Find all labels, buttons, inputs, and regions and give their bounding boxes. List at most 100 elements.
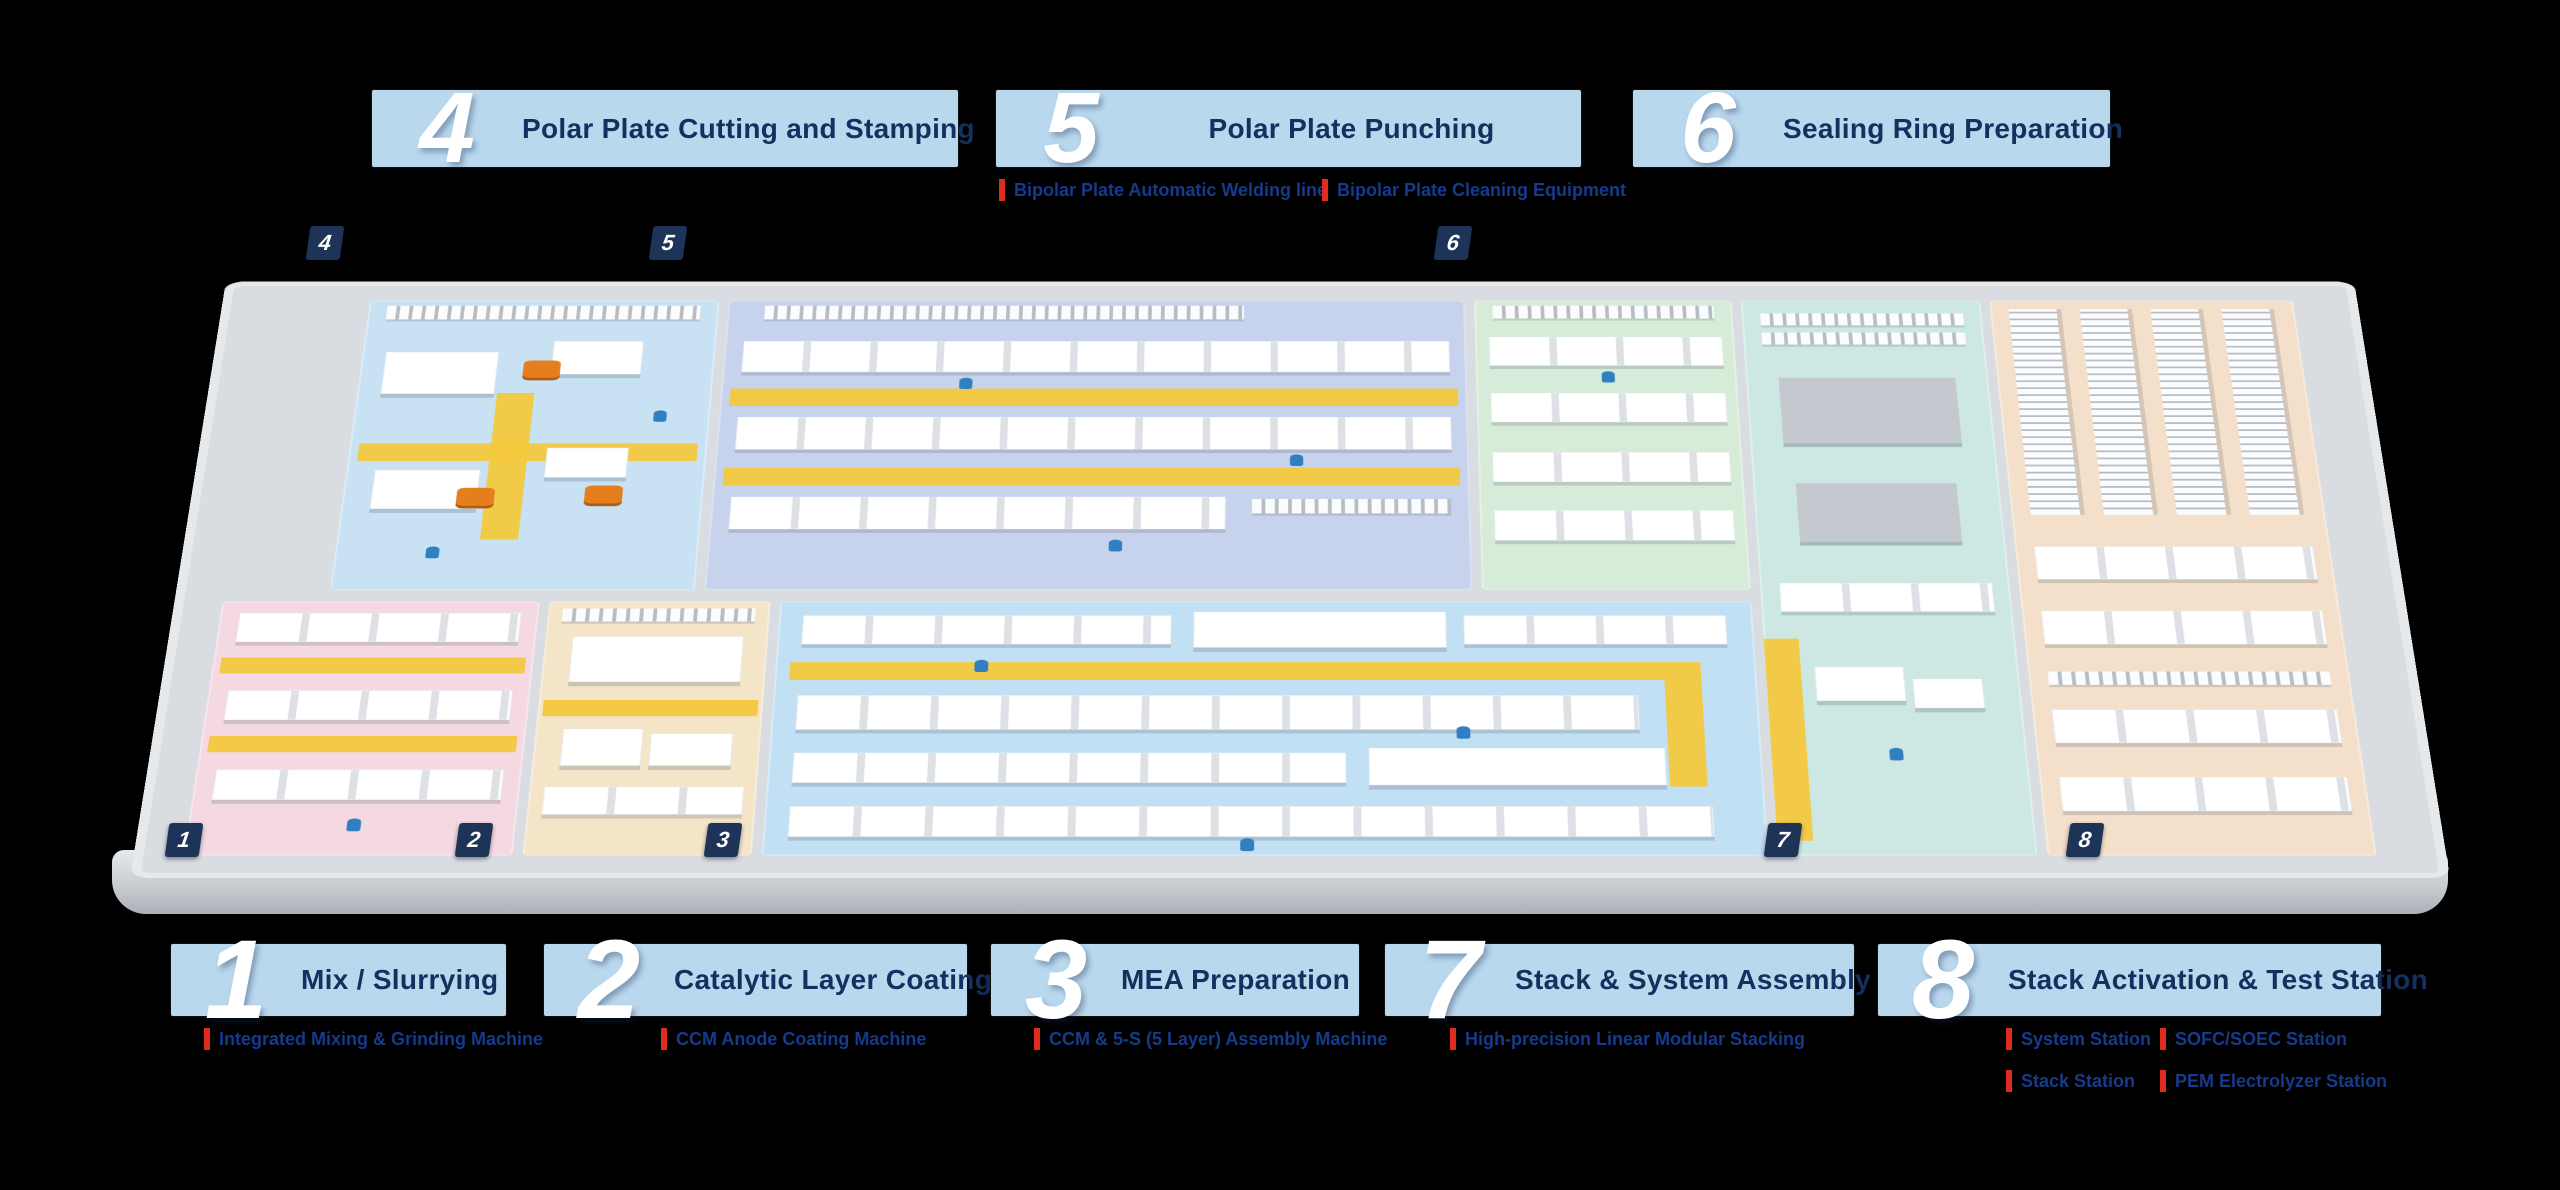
equipment-box bbox=[1368, 747, 1668, 786]
factory-floor bbox=[130, 281, 2450, 878]
conveyor-path bbox=[542, 700, 759, 717]
storage-rack bbox=[2047, 671, 2332, 685]
sublabel-stack-station: Stack Station bbox=[2006, 1070, 2135, 1092]
conveyor-path bbox=[479, 392, 535, 540]
machine-row bbox=[1779, 583, 1995, 612]
conveyor-path bbox=[722, 467, 1461, 486]
equipment-box bbox=[1795, 483, 1963, 542]
machine-row bbox=[2041, 610, 2328, 645]
zone-3-area bbox=[761, 601, 1769, 856]
banner-step-5: 5 Polar Plate Punching bbox=[996, 78, 1581, 178]
banner-label: MEA Preparation bbox=[1121, 964, 1351, 995]
machine-row bbox=[1492, 452, 1732, 482]
machine-row bbox=[787, 806, 1715, 837]
storage-rack bbox=[385, 305, 701, 320]
floor-badge-1: 1 bbox=[164, 823, 204, 857]
robot-arm bbox=[583, 485, 624, 504]
floor-badge-4: 4 bbox=[305, 226, 345, 260]
banner-number: 1 bbox=[204, 917, 268, 1042]
equipment-box bbox=[543, 447, 629, 478]
floor-badge-7: 7 bbox=[1763, 823, 1803, 857]
conveyor-path bbox=[219, 657, 527, 674]
red-tick bbox=[2160, 1070, 2166, 1092]
machine-row bbox=[223, 690, 513, 721]
equipment-box bbox=[559, 728, 644, 766]
floor-badge-3: 3 bbox=[703, 823, 743, 857]
sublabel-mixing-grinding: Integrated Mixing & Grinding Machine bbox=[204, 1028, 543, 1050]
machine-row bbox=[2059, 776, 2353, 812]
conveyor-path bbox=[357, 443, 698, 462]
worker-figure bbox=[425, 546, 440, 559]
banner-label: Catalytic Layer Coating bbox=[674, 964, 993, 995]
machine-row bbox=[1463, 615, 1728, 645]
machine-row bbox=[541, 786, 744, 815]
storage-rack bbox=[1761, 332, 1967, 345]
storage-rack bbox=[764, 305, 1244, 320]
red-tick bbox=[2006, 1070, 2012, 1092]
banner-step-3: 3 MEA Preparation bbox=[991, 924, 1359, 1036]
sublabel-sofc-soec-station: SOFC/SOEC Station bbox=[2160, 1028, 2347, 1050]
conveyor-path bbox=[789, 662, 1665, 681]
machine-row bbox=[741, 341, 1450, 373]
equipment-box bbox=[380, 351, 500, 394]
zone-6-area bbox=[1474, 300, 1751, 590]
equipment-box bbox=[1778, 377, 1962, 444]
machine-row bbox=[2051, 709, 2342, 744]
sublabel-ccm-anode-coating: CCM Anode Coating Machine bbox=[661, 1028, 926, 1050]
storage-rack bbox=[1492, 305, 1715, 319]
banner-label: Stack Activation & Test Station bbox=[2008, 964, 2429, 995]
machine-row bbox=[2034, 546, 2318, 580]
conveyor-path bbox=[207, 735, 518, 753]
machine-row bbox=[211, 769, 504, 800]
worker-figure bbox=[959, 377, 973, 390]
equipment-box bbox=[1814, 666, 1907, 701]
red-tick bbox=[1322, 179, 1328, 201]
worker-figure bbox=[1108, 539, 1123, 552]
floor-badge-8: 8 bbox=[2065, 823, 2105, 857]
banner-step-8: 8 Stack Activation & Test Station bbox=[1878, 917, 2428, 1042]
machine-row bbox=[1488, 336, 1724, 366]
banner-step-2: 2 Catalytic Layer Coating bbox=[544, 917, 992, 1042]
sublabel-assembly-machine: CCM & 5-S (5 Layer) Assembly Machine bbox=[1034, 1028, 1387, 1050]
sublabel-cleaning-equipment: Bipolar Plate Cleaning Equipment bbox=[1322, 179, 1626, 201]
robot-arm bbox=[522, 360, 562, 378]
banner-step-1: 1 Mix / Slurrying bbox=[171, 917, 506, 1042]
sublabel-modular-stacking: High-precision Linear Modular Stacking bbox=[1450, 1028, 1805, 1050]
banner-step-7: 7 Stack & System Assembly bbox=[1385, 924, 1871, 1036]
red-tick bbox=[2006, 1028, 2012, 1050]
equipment-box bbox=[648, 733, 734, 766]
zone-4-area bbox=[329, 300, 720, 590]
worker-figure bbox=[1601, 371, 1616, 383]
storage-rack bbox=[2079, 309, 2154, 515]
equipment-box bbox=[1193, 611, 1447, 648]
red-tick bbox=[204, 1028, 210, 1050]
storage-rack bbox=[561, 608, 756, 622]
conveyor-path bbox=[729, 388, 1459, 407]
banner-number: 2 bbox=[577, 917, 641, 1042]
floor-badge-5: 5 bbox=[648, 226, 688, 260]
red-tick bbox=[661, 1028, 667, 1050]
banner-label: Sealing Ring Preparation bbox=[1783, 112, 2124, 144]
machine-row bbox=[1490, 392, 1728, 423]
conveyor-path bbox=[1763, 638, 1814, 841]
robot-arm bbox=[455, 487, 496, 506]
machine-row bbox=[801, 615, 1172, 645]
machine-row bbox=[735, 416, 1452, 450]
banner-step-4: 4 Polar Plate Cutting and Stamping bbox=[372, 78, 975, 178]
red-tick bbox=[1034, 1028, 1040, 1050]
zone-7-area bbox=[1740, 300, 2038, 856]
machine-row bbox=[795, 695, 1640, 730]
worker-figure bbox=[974, 659, 989, 673]
conveyor-path bbox=[1663, 662, 1708, 787]
banner-label: Stack & System Assembly bbox=[1515, 964, 1872, 995]
worker-figure bbox=[346, 818, 362, 832]
banner-number: 8 bbox=[1911, 917, 1975, 1042]
worker-figure bbox=[1889, 747, 1904, 761]
machine-row bbox=[235, 613, 522, 642]
worker-figure bbox=[652, 410, 668, 422]
equipment-box bbox=[1912, 678, 1986, 709]
worker-figure bbox=[1240, 838, 1255, 852]
storage-rack bbox=[1252, 499, 1452, 514]
machine-row bbox=[1494, 510, 1736, 541]
banner-label: Polar Plate Punching bbox=[1208, 112, 1495, 144]
